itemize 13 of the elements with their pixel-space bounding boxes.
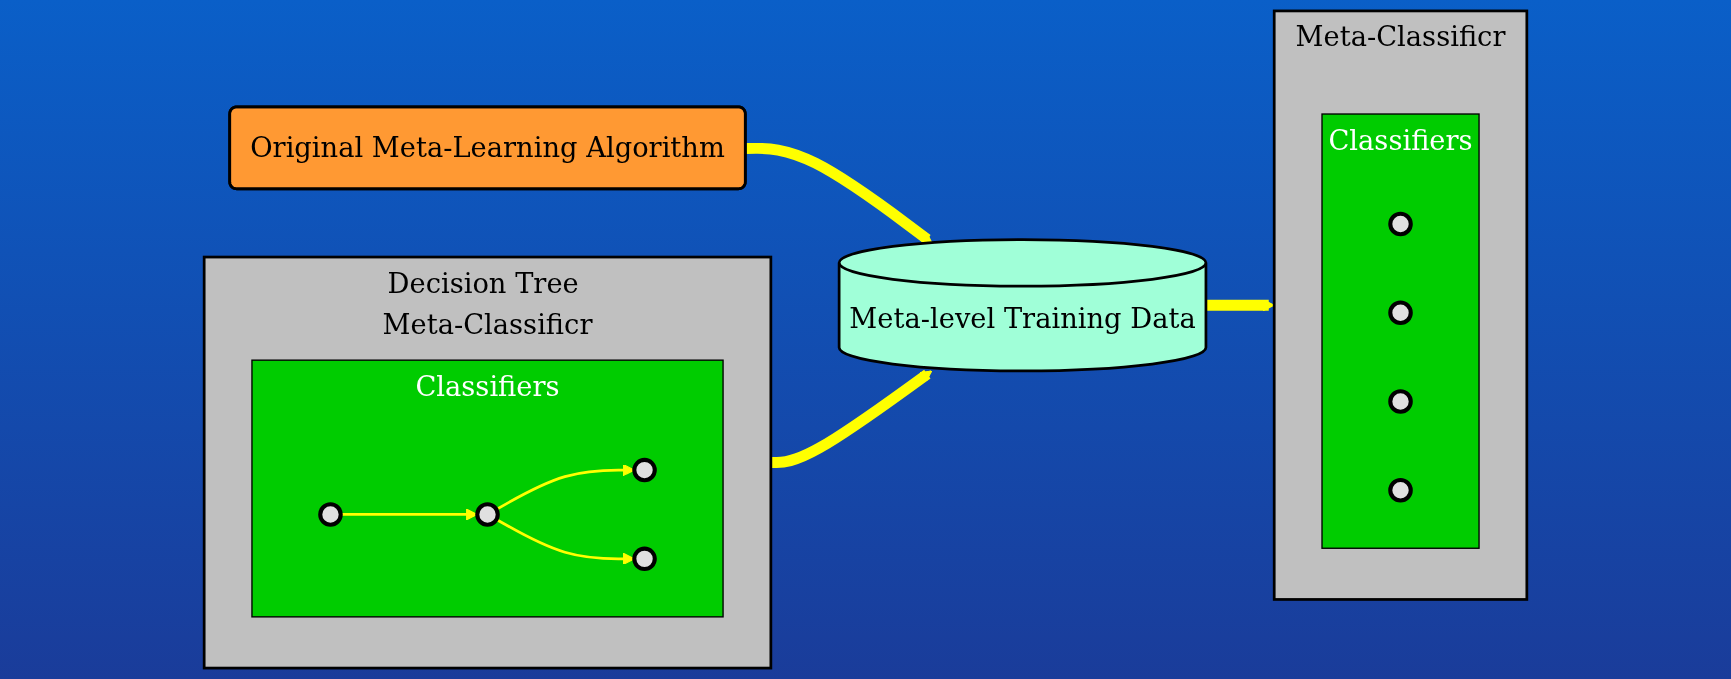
node-circle <box>1388 477 1413 503</box>
node-circle <box>632 546 657 572</box>
cluster: Classifiers <box>1321 113 1480 549</box>
cluster: Classifiers <box>251 359 724 618</box>
arrow <box>1205 299 1275 312</box>
arrow <box>770 369 933 469</box>
arrow <box>745 142 933 244</box>
node-circle <box>1388 389 1413 414</box>
node-circle <box>1388 300 1413 325</box>
node-circle <box>475 502 500 527</box>
node-circle <box>318 502 343 527</box>
node-circle <box>632 457 657 483</box>
node-circle <box>1388 211 1413 237</box>
